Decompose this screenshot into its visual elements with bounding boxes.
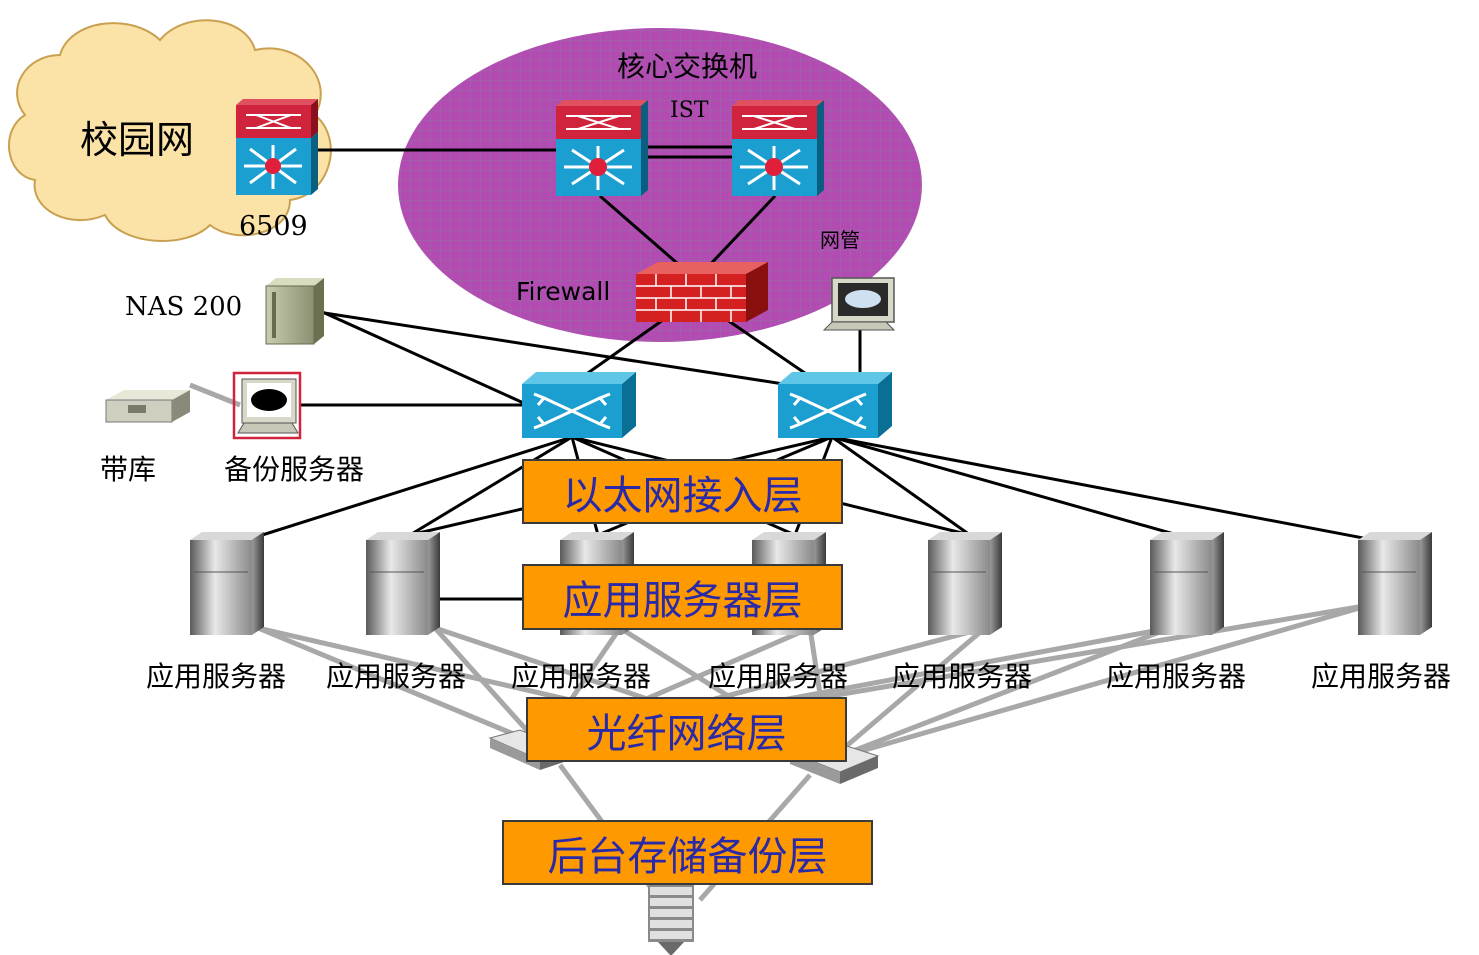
app-server-6-label: 应用服务器	[1106, 660, 1247, 693]
app-server-5-label: 应用服务器	[892, 660, 1033, 693]
app-server-1-icon	[190, 532, 264, 635]
access-switch-1-icon	[522, 372, 636, 438]
mgmt-workstation-icon	[822, 277, 896, 331]
nas-server-icon	[265, 278, 324, 345]
ethernet-access-layer-box: 以太网接入层	[522, 459, 843, 524]
backup-server-label: 备份服务器	[224, 453, 365, 486]
storage-array-icon	[648, 884, 694, 955]
app-server-5-icon	[928, 532, 1002, 635]
ist-link-label: IST	[670, 98, 709, 123]
app-server-7-icon	[1358, 532, 1432, 635]
app-server-3-label: 应用服务器	[511, 660, 652, 693]
core-switch-2-icon	[732, 100, 824, 196]
app-server-6-icon	[1150, 532, 1224, 635]
app-server-1-label: 应用服务器	[146, 660, 287, 693]
storage-backup-layer-box: 后台存储备份层	[502, 820, 873, 885]
app-server-4-label: 应用服务器	[708, 660, 849, 693]
campus-network-label: 校园网	[80, 118, 195, 162]
mgmt-label: 网管	[820, 228, 860, 252]
firewall-icon	[636, 262, 768, 322]
fiber-network-layer-box: 光纤网络层	[526, 697, 847, 762]
access-switch-2-icon	[778, 372, 892, 438]
switch-6509-label: 6509	[239, 211, 308, 242]
app-server-2-label: 应用服务器	[326, 660, 467, 693]
nas-label: NAS 200	[125, 292, 243, 322]
tape-library-label: 带库	[100, 453, 157, 486]
core-switch-group-label: 核心交换机	[617, 50, 758, 83]
backup-server-icon	[232, 371, 302, 440]
firewall-label: Firewall	[516, 277, 611, 306]
app-server-7-label: 应用服务器	[1311, 660, 1452, 693]
app-server-layer-box: 应用服务器层	[522, 564, 843, 630]
switch-6509-icon	[236, 99, 318, 195]
core-switch-1-icon	[556, 100, 648, 196]
tape-library-icon	[105, 390, 190, 423]
app-server-2-icon	[366, 532, 440, 635]
